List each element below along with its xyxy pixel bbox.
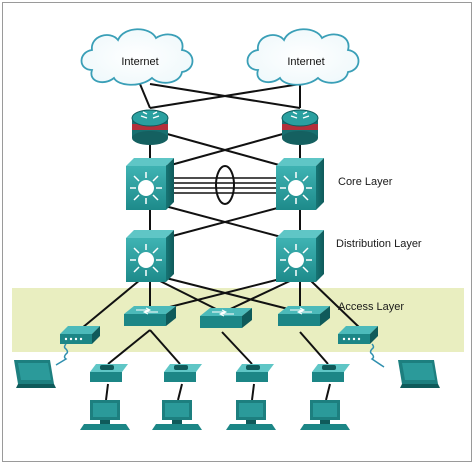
wireless-ap-right <box>338 326 378 344</box>
cloud-label: Internet <box>287 56 324 68</box>
distribution-layer-label: Distribution Layer <box>336 238 422 250</box>
ip-phone-3 <box>236 364 274 382</box>
cloud-label: Internet <box>121 56 158 68</box>
ip-phone-1 <box>90 364 128 382</box>
core-switch-left <box>126 158 174 210</box>
pc-3 <box>226 400 276 430</box>
router-right <box>281 109 319 145</box>
ip-phone-4 <box>312 364 350 382</box>
pc-2 <box>152 400 202 430</box>
laptop-right <box>398 360 440 388</box>
core-layer-label: Core Layer <box>338 176 393 188</box>
internet-cloud-right: Internet <box>246 28 360 86</box>
core-etherchannel <box>174 165 276 205</box>
wireless-ap-left <box>60 326 100 344</box>
core-switch-right <box>276 158 324 210</box>
access-switch-1 <box>124 306 176 326</box>
access-switch-3 <box>278 306 330 326</box>
distribution-switch-left <box>126 230 174 282</box>
access-switch-2 <box>200 308 252 328</box>
pc-4 <box>300 400 350 430</box>
wireless-links <box>55 343 385 368</box>
pc-1 <box>80 400 130 430</box>
router-left <box>131 109 169 145</box>
ip-phone-2 <box>164 364 202 382</box>
laptop-left <box>14 360 56 388</box>
distribution-switch-right <box>276 230 324 282</box>
internet-cloud-left: Internet <box>80 28 194 86</box>
access-layer-label: Access Layer <box>338 301 404 313</box>
